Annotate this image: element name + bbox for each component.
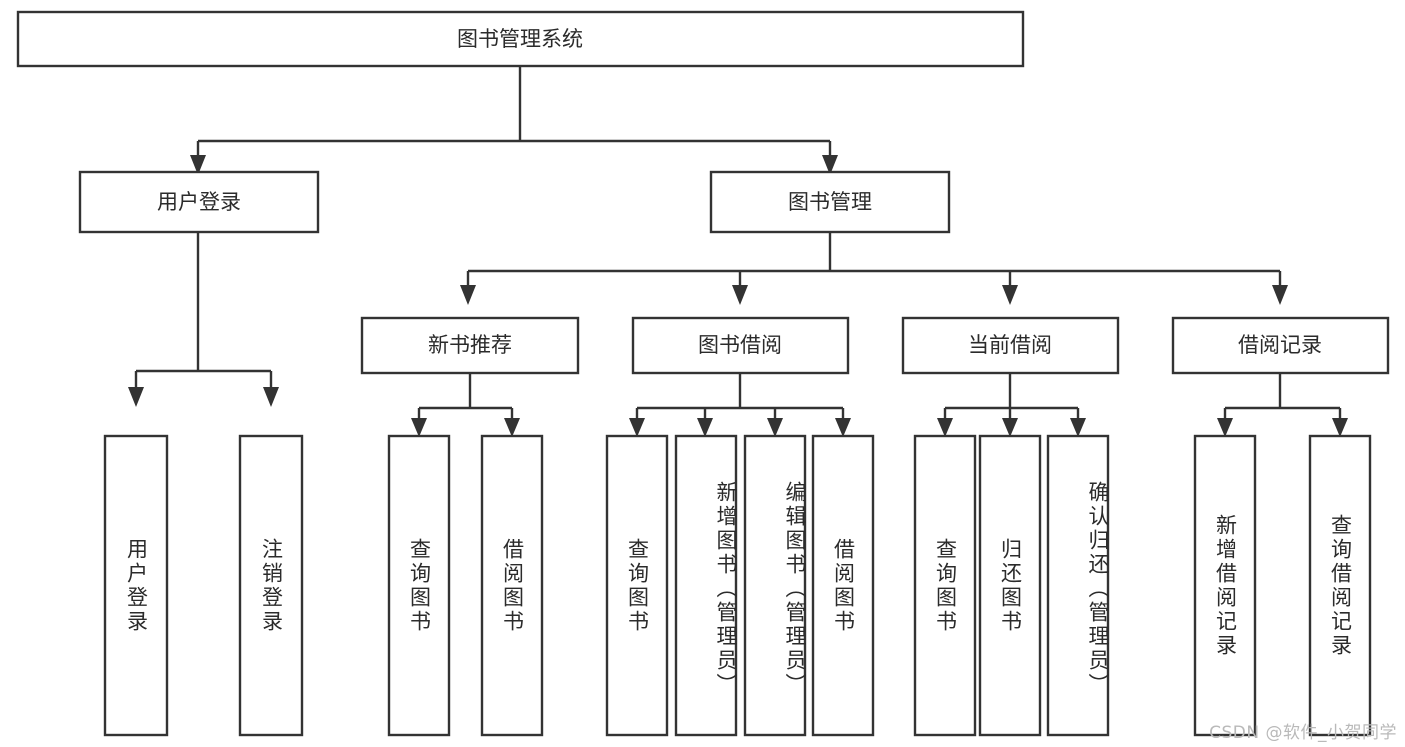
arrow-head-icon <box>1332 418 1348 437</box>
arrow-head-icon <box>128 387 144 407</box>
leaf-box <box>978 434 1042 737</box>
node-book-borrow[interactable]: 图书借阅 <box>631 316 850 375</box>
arrow-head-icon <box>937 418 953 437</box>
leaf-box <box>480 434 544 737</box>
leaf-box <box>1193 434 1257 737</box>
arrow-head-icon <box>1002 418 1018 437</box>
node-book-borrow-label: 图书借阅 <box>698 333 782 357</box>
node-root-label: 图书管理系统 <box>457 27 583 51</box>
arrow-head-icon <box>1217 418 1233 437</box>
leaf-box <box>387 434 451 737</box>
node-new-book-recommend-label: 新书推荐 <box>428 333 512 357</box>
connector-root-to-level2 <box>190 66 838 175</box>
connector-bookmanage-to-level3 <box>460 233 1288 305</box>
leaf-box <box>238 434 304 737</box>
arrow-head-icon <box>1002 285 1018 305</box>
leaf-box <box>1046 434 1110 737</box>
connector-borrowrecord-to-leaves <box>1217 373 1348 437</box>
node-current-borrow[interactable]: 当前借阅 <box>901 316 1120 375</box>
arrow-head-icon <box>697 418 713 437</box>
arrow-head-icon <box>504 418 520 437</box>
leaf-boxes <box>103 434 1372 737</box>
arrow-head-icon <box>835 418 851 437</box>
node-book-manage-label: 图书管理 <box>788 190 872 214</box>
arrow-head-icon <box>263 387 279 407</box>
arrow-head-icon <box>629 418 645 437</box>
connector-currentborrow-to-leaves <box>937 373 1086 437</box>
node-user-login-label: 用户登录 <box>157 190 241 214</box>
node-user-login[interactable]: 用户登录 <box>78 170 320 234</box>
leaf-box <box>743 434 807 737</box>
leaf-box <box>605 434 669 737</box>
leaf-box <box>674 434 738 737</box>
connector-userlogin-to-leaves <box>128 233 279 407</box>
watermark: CSDN @软件_小贺同学 <box>1209 723 1397 743</box>
node-root[interactable]: 图书管理系统 <box>16 10 1025 68</box>
node-book-manage[interactable]: 图书管理 <box>709 170 951 234</box>
arrow-head-icon <box>732 285 748 305</box>
leaf-box <box>1308 434 1372 737</box>
leaf-box <box>811 434 875 737</box>
arrow-head-icon <box>411 418 427 437</box>
arrow-head-icon <box>460 285 476 305</box>
leaf-box <box>103 434 169 737</box>
leaf-box <box>913 434 977 737</box>
connector-newbook-to-leaves <box>411 373 520 437</box>
node-borrow-record[interactable]: 借阅记录 <box>1171 316 1390 375</box>
node-borrow-record-label: 借阅记录 <box>1238 333 1322 357</box>
node-current-borrow-label: 当前借阅 <box>968 333 1052 357</box>
arrow-head-icon <box>1070 418 1086 437</box>
node-new-book-recommend[interactable]: 新书推荐 <box>360 316 580 375</box>
connector-bookborrow-to-leaves <box>629 373 851 437</box>
arrow-head-icon <box>822 155 838 175</box>
arrow-head-icon <box>1272 285 1288 305</box>
arrow-head-icon <box>767 418 783 437</box>
arrow-head-icon <box>190 155 206 175</box>
